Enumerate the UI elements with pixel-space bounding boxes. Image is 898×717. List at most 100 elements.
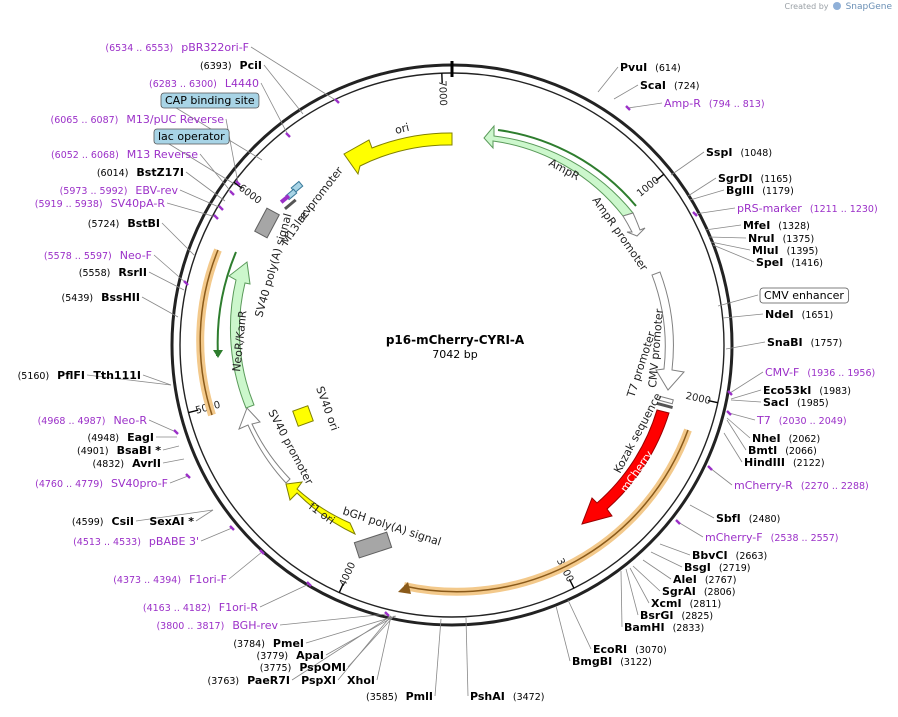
feature-lac-promoter[interactable] <box>283 198 297 211</box>
outer-label-pmli[interactable]: PmlI(3585) <box>366 690 433 703</box>
outer-label-saci[interactable]: SacI(1985) <box>763 396 829 409</box>
outer-label-sgrai[interactable]: SgrAI(2806) <box>662 585 735 598</box>
outer-label-alei[interactable]: AleI(2767) <box>673 573 736 586</box>
outer-label-apai[interactable]: ApaI(3779) <box>257 649 325 662</box>
leader-mcherryr <box>709 467 733 486</box>
outer-label-rsrii[interactable]: RsrII(5558) <box>79 266 147 279</box>
outer-label-mcherryr[interactable]: mCherry-R(2270 .. 2288) <box>734 479 869 492</box>
feature-mcherry[interactable] <box>581 409 670 525</box>
outer-label-ampr[interactable]: Amp-R(794 .. 813) <box>664 97 765 110</box>
outer-label-bstz17i[interactable]: BstZ17I(6014) <box>97 166 184 179</box>
outer-label-eagi[interactable]: EagI(4948) <box>88 431 155 444</box>
outer-label-pflfi[interactable]: PflFI(5160) <box>18 369 85 382</box>
outer-label-sbfi[interactable]: SbfI(2480) <box>716 512 780 525</box>
leader-sv40par <box>166 202 217 218</box>
outer-label-cmvf[interactable]: CMV-F(1936 .. 1956) <box>765 366 875 379</box>
outer-label-xcmi[interactable]: XcmI(2811) <box>651 597 721 610</box>
leader-f1orif <box>228 551 263 580</box>
outer-label-f1orif[interactable]: F1ori-F(4373 .. 4394) <box>113 573 227 586</box>
feature-kozak[interactable] <box>656 401 673 410</box>
outer-label-ndei[interactable]: NdeI(1651) <box>765 308 833 321</box>
outer-label-bbvci[interactable]: BbvCI(2663) <box>692 549 767 562</box>
feature-neor[interactable] <box>228 261 255 409</box>
outer-label-spei[interactable]: SpeI(1416) <box>756 256 823 269</box>
outer-label-pbr322[interactable]: pBR322ori-F(6534 .. 6553) <box>105 41 249 54</box>
label-name-pvui: PvuI <box>620 61 647 74</box>
feature-f1-ori[interactable] <box>285 481 357 536</box>
label-pos-bsgi: (2719) <box>719 563 751 574</box>
outer-label-pspxi[interactable]: PspXI <box>301 674 336 687</box>
outer-label-m13rev[interactable]: M13 Reverse(6052 .. 6068) <box>51 148 198 161</box>
outer-label-t7[interactable]: T7(2030 .. 2049) <box>756 414 847 427</box>
feature-cmv-promoter[interactable] <box>651 271 685 391</box>
outer-label-sv40par[interactable]: SV40pA-R(5919 .. 5938) <box>35 197 166 210</box>
feature-sv40-promoter[interactable] <box>238 407 291 484</box>
outer-label-mlui[interactable]: MluI(1395) <box>752 244 818 257</box>
tick-4000 <box>338 583 345 593</box>
feature-ampr-promoter[interactable] <box>622 212 646 237</box>
leader-ebvrev <box>179 189 222 209</box>
outer-label-pcii[interactable]: PciI(6393) <box>200 59 262 72</box>
outer-label-csi[interactable]: CsiI(4599) <box>72 515 134 528</box>
outer-label-tth111i[interactable]: Tth111I <box>93 369 141 382</box>
leader-nrui <box>708 236 747 239</box>
outer-label-nrui[interactable]: NruI(1375) <box>748 232 814 245</box>
outer-label-bstbi[interactable]: BstBI(5724) <box>88 217 160 230</box>
outer-label-neof[interactable]: Neo-F(5578 .. 5597) <box>44 249 152 262</box>
leader-pflfi <box>86 374 172 386</box>
outer-label-xhoi[interactable]: XhoI <box>347 674 375 687</box>
outer-label-nhei[interactable]: NheI(2062) <box>752 432 820 445</box>
outer-label-ecori[interactable]: EcoRI(3070) <box>593 643 667 656</box>
outer-label-sexai[interactable]: SexAI * <box>149 515 194 528</box>
outer-label-bsgi[interactable]: BsgI(2719) <box>684 561 751 574</box>
outer-label-bsrgi[interactable]: BsrGI(2825) <box>640 609 713 622</box>
outer-label-bghrev[interactable]: BGH-rev(3800 .. 3817) <box>156 619 278 632</box>
outer-label-bsabi[interactable]: BsaBI *(4901) <box>77 444 161 457</box>
outer-label-pvui[interactable]: PvuI(614) <box>620 61 681 74</box>
outer-label-pbabe[interactable]: pBABE 3'(4513 .. 4533) <box>73 535 199 548</box>
outer-label-scai[interactable]: ScaI(724) <box>640 79 700 92</box>
outer-label-l4440[interactable]: L4440(6283 .. 6300) <box>149 77 259 90</box>
outer-label-pmei[interactable]: PmeI(3784) <box>233 637 304 650</box>
outer-label-m13puc[interactable]: M13/pUC Reverse(6065 .. 6087) <box>51 113 225 126</box>
feature-m13-primer[interactable] <box>279 194 291 204</box>
label-box-cmvenh <box>759 287 849 304</box>
outer-label-snabi[interactable]: SnaBI(1757) <box>767 336 842 349</box>
outer-label-bglii[interactable]: BglII(1179) <box>726 184 794 197</box>
outer-label-neor[interactable]: Neo-R(4968 .. 4987) <box>38 414 148 427</box>
outer-label-sv40prof[interactable]: SV40pro-F(4760 .. 4779) <box>35 477 168 490</box>
outer-label-sgrdi[interactable]: SgrDI(1165) <box>718 172 792 185</box>
feature-bgh-polya[interactable] <box>353 531 393 559</box>
outer-label-mfei[interactable]: MfeI(1328) <box>743 219 810 232</box>
outer-label-prsmarker[interactable]: pRS-marker(1211 .. 1230) <box>737 202 878 215</box>
feature-sv40-polya[interactable] <box>254 207 280 239</box>
label-name-nhei: NheI <box>752 432 781 445</box>
label-name-bsrgi: BsrGI <box>640 609 673 622</box>
label-pos-pcii: (6393) <box>200 61 232 72</box>
outer-label-paer7i[interactable]: PaeR7I(3763) <box>208 674 290 687</box>
feature-ampr[interactable] <box>483 124 634 217</box>
outer-label-pspomi[interactable]: PspOMI(3775) <box>260 661 346 674</box>
outer-label-pshai[interactable]: PshAI(3472) <box>470 690 544 703</box>
feature-t7-promoter[interactable] <box>658 395 674 405</box>
outer-label-bmgbi[interactable]: BmgBI(3122) <box>572 655 652 668</box>
outer-label-ebvrev[interactable]: EBV-rev(5973 .. 5992) <box>60 184 179 197</box>
outer-label-bmti[interactable]: BmtI(2066) <box>748 444 817 457</box>
outer-label-f1orir[interactable]: F1ori-R(4163 .. 4182) <box>143 601 258 614</box>
outer-label-bamhi[interactable]: BamHI(2833) <box>624 621 704 634</box>
outer-label-mcherryf[interactable]: mCherry-F(2538 .. 2557) <box>705 531 838 544</box>
feature-ori[interactable] <box>343 132 453 176</box>
leader-pbabe <box>200 527 233 542</box>
outer-label-lacop[interactable]: lac operator <box>153 128 230 145</box>
outer-label-avrii[interactable]: AvrII(4832) <box>93 457 162 470</box>
label-name-xhoi: XhoI <box>347 674 375 687</box>
outer-label-eco53ki[interactable]: Eco53kI(1983) <box>763 384 851 397</box>
outer-label-cmvenh[interactable]: CMV enhancer <box>759 287 849 304</box>
label-pos-pbr322: (6534 .. 6553) <box>105 43 173 54</box>
outer-label-sspi[interactable]: SspI(1048) <box>706 146 772 159</box>
outer-label-hindiii[interactable]: HindIII(2122) <box>744 456 825 469</box>
feature-sv40-ori[interactable] <box>292 405 314 427</box>
leader-nhei <box>726 417 751 439</box>
outer-label-capsite[interactable]: CAP binding site <box>160 92 260 109</box>
outer-label-bsshii[interactable]: BssHII(5439) <box>62 291 140 304</box>
